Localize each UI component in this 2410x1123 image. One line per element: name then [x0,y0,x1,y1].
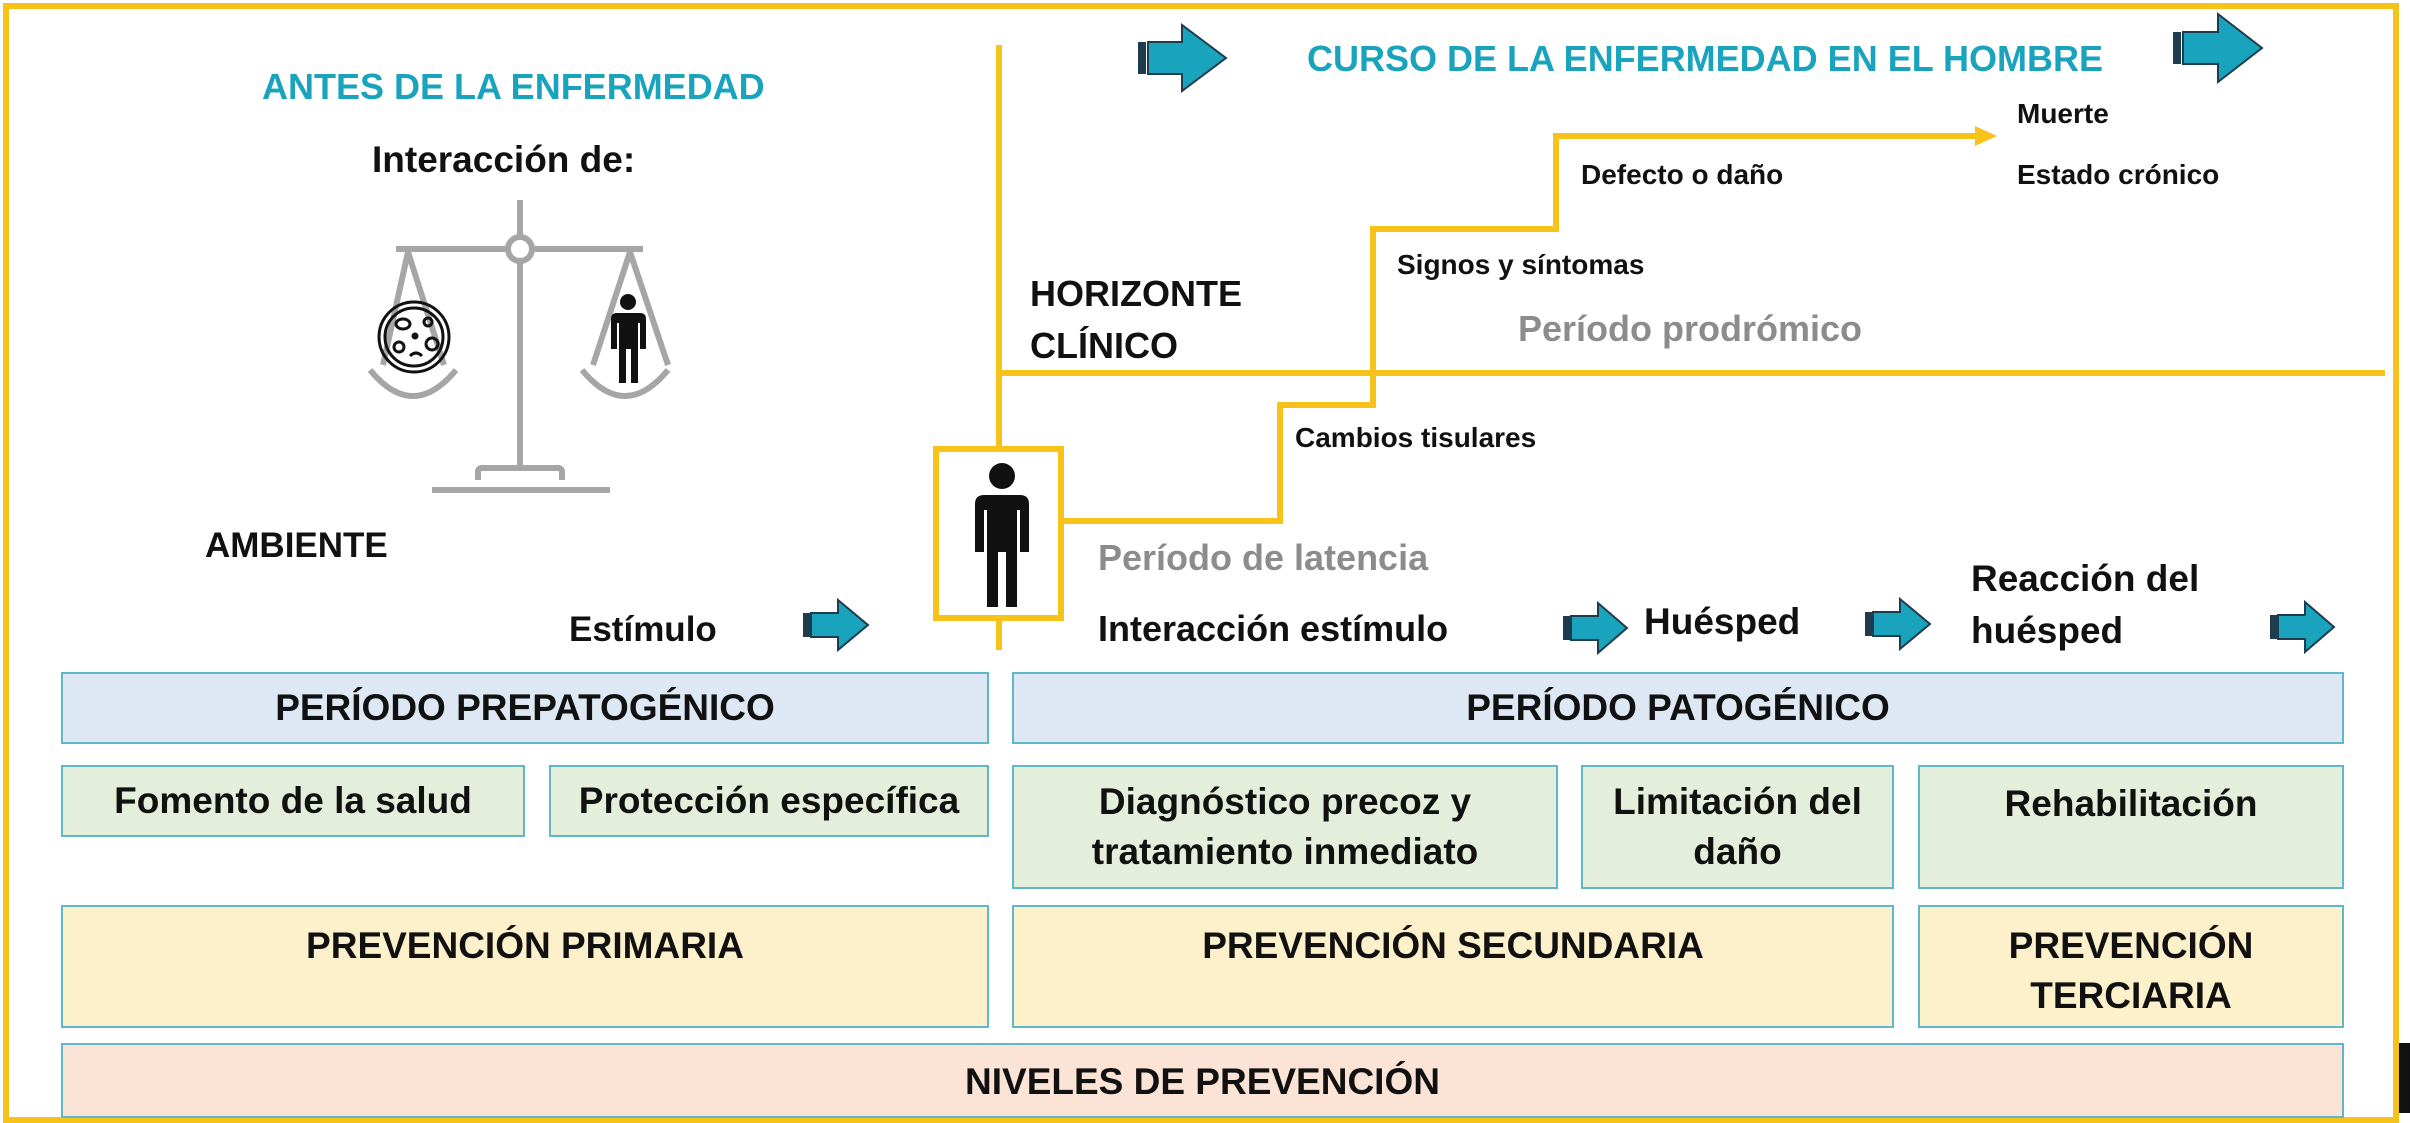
signs-symptoms-label: Signos y síntomas [1397,249,1645,280]
primary-prevention-box: PREVENCIÓN PRIMARIA [61,905,989,1028]
arrow-icon-1 [1138,23,1228,93]
clinical-horizon-line-1: HORIZONTE [1030,273,1242,314]
arrow-icon-2 [2173,11,2264,85]
damage-limitation-line-1: Limitación del [1613,781,1862,822]
secondary-prevention-label: PREVENCIÓN SECUNDARIA [1202,925,1704,966]
prodromic-period-label: Período prodrómico [1518,308,1863,349]
patogenic-period-label: PERÍODO PATOGÉNICO [1466,687,1890,728]
tertiary-prevention-line-2: TERCIARIA [2030,975,2232,1016]
step-arrowhead [1975,126,1997,146]
health-promotion-box: Fomento de la salud [61,765,525,837]
person-icon [975,463,1029,607]
rehabilitation-label: Rehabilitación [2004,783,2258,824]
clinical-horizon-line-2: CLÍNICO [1030,325,1178,366]
tertiary-prevention-line-1: PREVENCIÓN [2008,925,2254,966]
interaction-label: Interacción de: [372,139,636,180]
prepatogenic-period-label: PERÍODO PREPATOGÉNICO [275,687,775,728]
early-diagnosis-box: Diagnóstico precoz y tratamiento inmedia… [1012,765,1558,889]
disease-course-step-line [1063,133,1975,524]
secondary-prevention-box: PREVENCIÓN SECUNDARIA [1012,905,1894,1028]
patogenic-period-box: PERÍODO PATOGÉNICO [1012,672,2344,744]
chronic-state-label: Estado crónico [2017,159,2220,190]
damage-limitation-box: Limitación del daño [1581,765,1894,889]
prevention-levels-label: NIVELES DE PREVENCIÓN [965,1061,1440,1102]
arrow-icon-reaction [2270,599,2336,655]
latency-period-label: Período de latencia [1098,537,1429,578]
balance-scale-icon [367,200,671,493]
prepatogenic-period-box: PERÍODO PREPATOGÉNICO [61,672,989,744]
corner-tab [2399,1043,2410,1113]
tissue-changes-label: Cambios tisulares [1295,422,1537,453]
host-reaction-line-2: huésped [1971,610,2124,651]
early-diagnosis-line-2: tratamiento inmediato [1091,831,1479,872]
specific-protection-box: Protección específica [549,765,989,837]
primary-prevention-label: PREVENCIÓN PRIMARIA [306,925,744,966]
host-reaction-line-1: Reacción del [1971,558,2200,599]
health-promotion-label: Fomento de la salud [114,780,472,821]
clinical-horizon-label: HORIZONTE CLÍNICO [1030,268,1242,372]
rehabilitation-box: Rehabilitación [1918,765,2344,889]
specific-protection-label: Protección específica [578,780,960,821]
disease-course-title: CURSO DE LA ENFERMEDAD EN EL HOMBRE [1307,38,2104,79]
prevention-levels-box: NIVELES DE PREVENCIÓN [61,1043,2344,1118]
stimulus-interaction-label: Interacción estímulo [1098,608,1449,649]
microbe-agent-icon [377,300,451,374]
arrow-icon-stimulus [803,597,870,653]
arrow-icon-host [1865,596,1932,652]
stimulus-label: Estímulo [569,610,717,649]
death-label: Muerte [2017,98,2109,129]
before-disease-title: ANTES DE LA ENFERMEDAD [262,66,765,107]
defect-damage-label: Defecto o daño [1581,159,1784,190]
environment-label: AMBIENTE [205,526,388,565]
host-reaction-label: Reacción del huésped [1971,553,2199,657]
damage-limitation-line-2: daño [1693,831,1782,872]
early-diagnosis-line-1: Diagnóstico precoz y [1098,781,1472,822]
arrow-icon-interaction [1563,600,1629,656]
host-label: Huésped [1644,601,1801,642]
person-icon-small [611,294,646,383]
tertiary-prevention-box: PREVENCIÓN TERCIARIA [1918,905,2344,1028]
